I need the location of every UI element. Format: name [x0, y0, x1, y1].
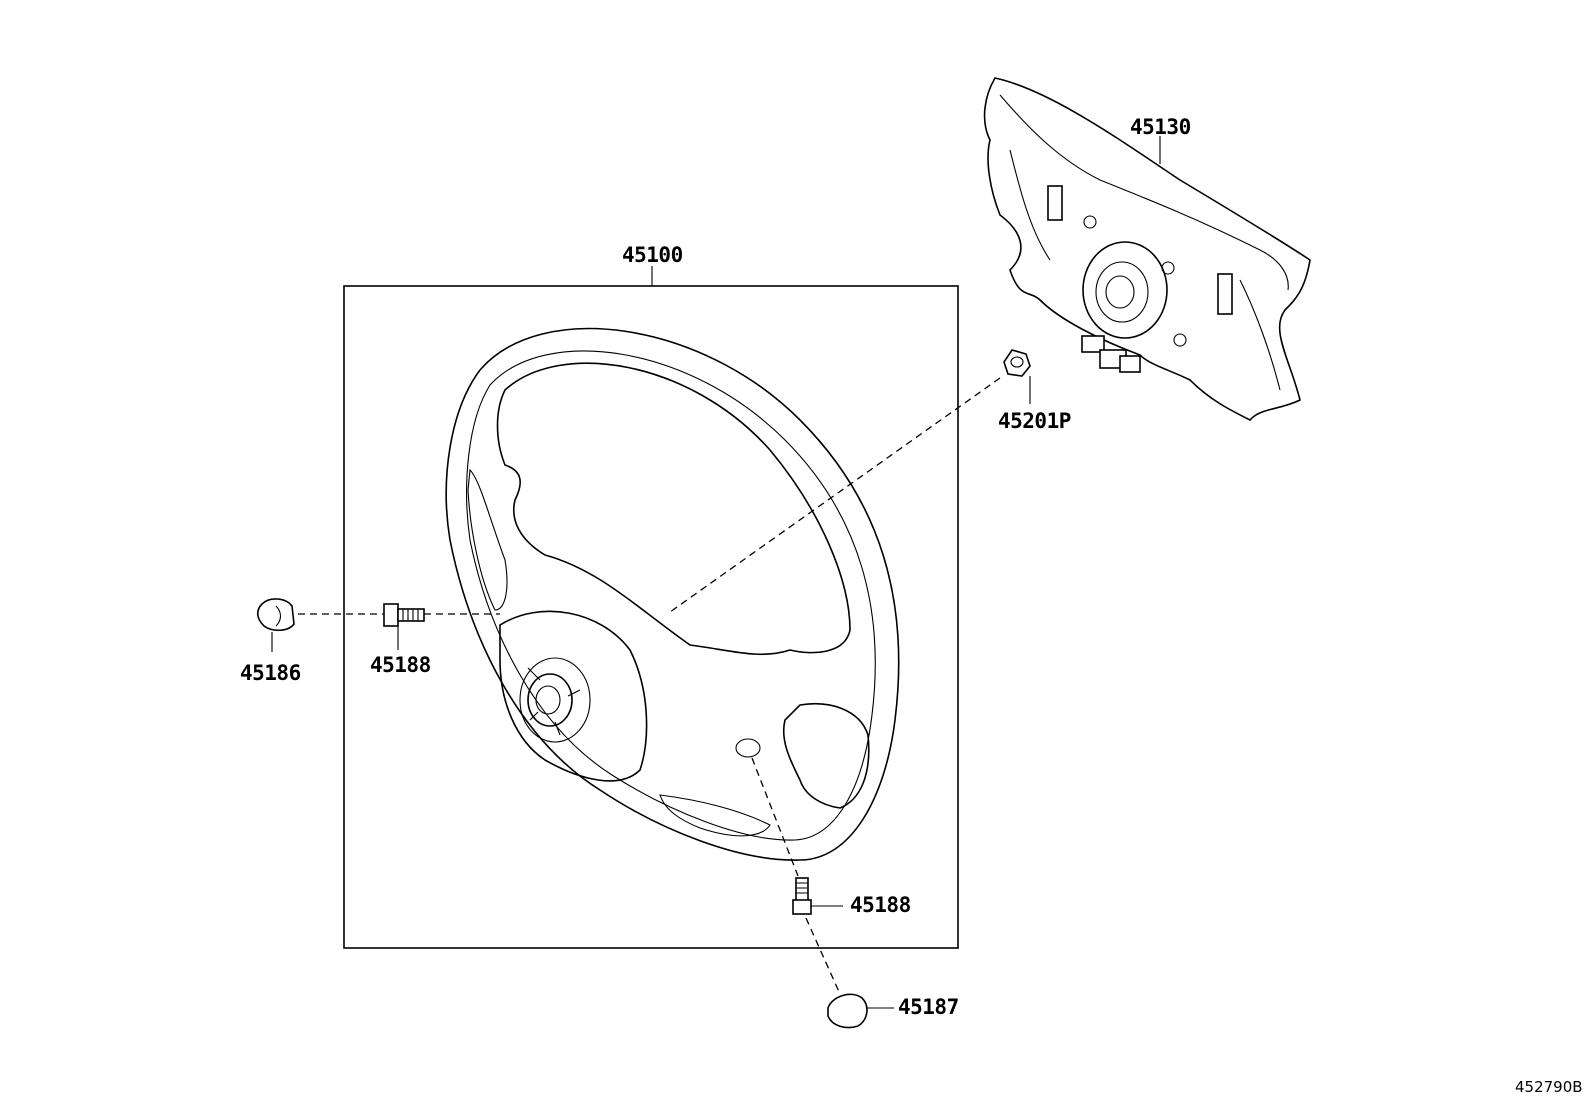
label-45188-bottom: 45188 — [850, 893, 911, 917]
cap-45186-illustration — [256, 598, 295, 652]
assembly-line-bottom — [751, 757, 841, 995]
assembly-box — [343, 285, 959, 949]
label-45130: 45130 — [1130, 115, 1191, 139]
label-45201p: 45201P — [998, 409, 1071, 433]
label-45187: 45187 — [898, 995, 959, 1019]
diagram-reference-code: 452790B — [1515, 1078, 1583, 1096]
steering-pad-illustration — [983, 77, 1311, 421]
label-45100: 45100 — [622, 243, 683, 267]
bolt-45188-left-illustration — [383, 603, 425, 650]
nut-45201p-illustration — [1003, 349, 1031, 404]
label-45186: 45186 — [240, 661, 301, 685]
cap-45187-illustration — [827, 993, 894, 1029]
bolt-45188-bottom-illustration — [792, 877, 843, 915]
steering-wheel-illustration — [445, 327, 900, 861]
label-45188-left: 45188 — [370, 653, 431, 677]
assembly-line-nut — [669, 377, 1001, 613]
